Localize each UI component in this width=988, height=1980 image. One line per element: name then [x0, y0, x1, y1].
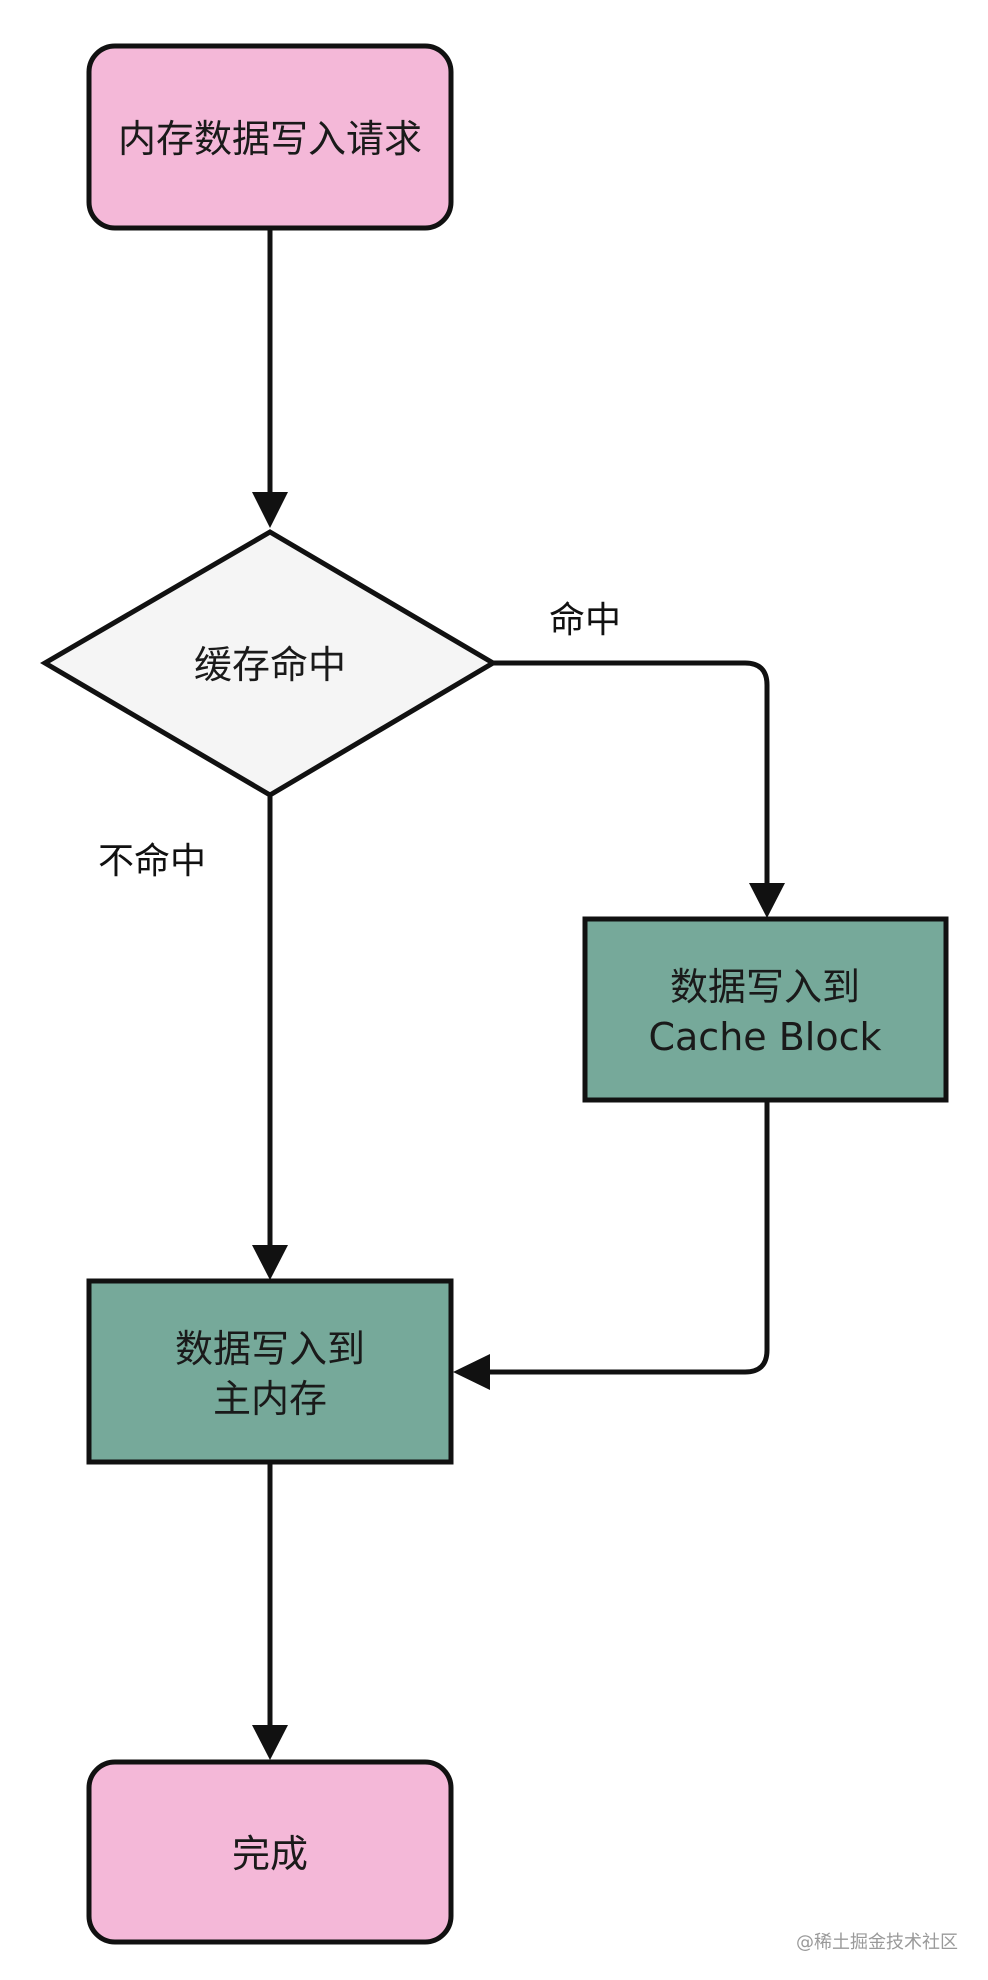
write-memory-box: [86, 1278, 454, 1465]
edge-cache-to-memory: [487, 1097, 770, 1375]
write-cache-box: [582, 916, 949, 1103]
end-box: [86, 1759, 454, 1945]
node-start: 内存数据写入请求: [86, 43, 454, 231]
edges: [252, 227, 785, 1760]
node-decision: 缓存命中: [40, 529, 498, 798]
edge-label-miss: 不命中: [98, 841, 206, 882]
arrowhead-memory: [252, 1245, 288, 1280]
arrowhead-end: [252, 1725, 288, 1760]
start-box: [86, 43, 454, 231]
write-memory-line2: 主内存: [213, 1377, 327, 1421]
node-write-cache: 数据写入到 Cache Block: [582, 916, 949, 1103]
end-label: 完成: [232, 1832, 308, 1876]
decision-label: 缓存命中: [194, 643, 346, 687]
write-cache-line1: 数据写入到: [670, 965, 860, 1009]
edge-decision-to-cache: [490, 660, 770, 888]
write-memory-line1: 数据写入到: [175, 1327, 365, 1371]
decision-diamond: [40, 529, 498, 798]
node-end: 完成: [86, 1759, 454, 1945]
watermark-text: @稀土掘金技术社区: [796, 1932, 958, 1953]
start-label: 内存数据写入请求: [118, 117, 422, 161]
node-write-memory: 数据写入到 主内存: [86, 1278, 454, 1465]
write-cache-line2: Cache Block: [648, 1015, 881, 1059]
arrowhead-cache: [749, 883, 785, 918]
arrowhead-memory-side: [453, 1354, 490, 1390]
arrowhead-decision: [252, 492, 288, 528]
edge-label-hit: 命中: [549, 600, 621, 641]
